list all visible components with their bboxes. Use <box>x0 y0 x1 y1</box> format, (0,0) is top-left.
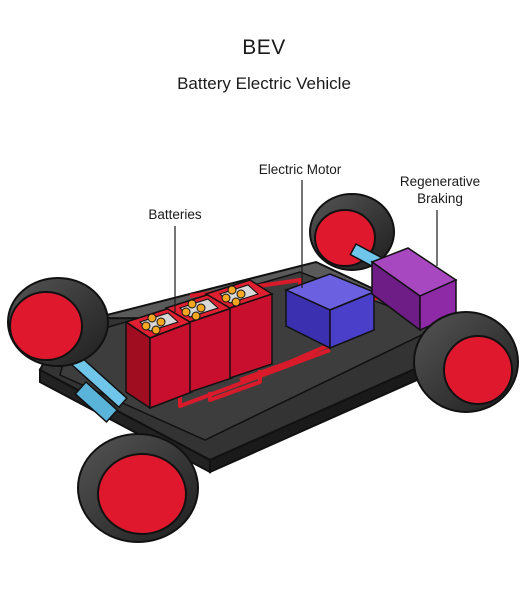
label-regenerative-braking-line2: Braking <box>417 191 463 206</box>
label-regenerative-braking-line1: Regenerative <box>399 174 481 189</box>
label-regenerative-braking: Regenerative Braking <box>380 173 500 207</box>
wheel-front-left <box>77 433 199 543</box>
label-batteries: Batteries <box>148 207 202 222</box>
battery-cell-2 <box>164 293 234 394</box>
diagram-subtitle: Battery Electric Vehicle <box>177 74 351 93</box>
label-electric-motor: Electric Motor <box>258 162 342 177</box>
leader-lines <box>174 180 438 312</box>
battery-cell-1 <box>124 307 194 410</box>
battery-cell-3 <box>204 279 274 380</box>
wheel-front-right <box>413 311 519 413</box>
electric-motor <box>284 273 376 350</box>
diagram-title: BEV <box>242 36 286 59</box>
batteries <box>124 279 274 410</box>
wheel-rear-left <box>7 277 109 367</box>
